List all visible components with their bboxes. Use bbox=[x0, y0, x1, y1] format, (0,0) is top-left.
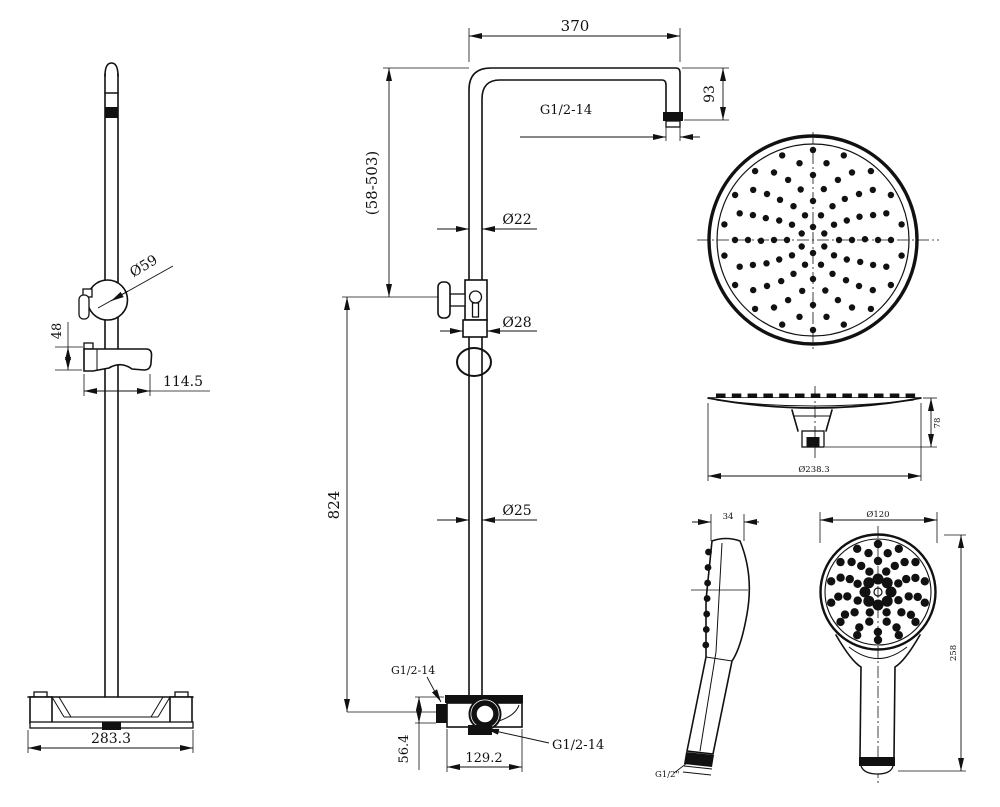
dim-column-height-label: 824 bbox=[325, 491, 343, 520]
dim-total-length-label: 258 bbox=[949, 645, 959, 661]
arm-nut bbox=[663, 112, 683, 121]
rail-top-cap bbox=[104, 62, 119, 77]
slider-collar bbox=[462, 319, 488, 338]
connector-cap-line bbox=[683, 765, 713, 770]
arm-inner-outline bbox=[481, 79, 667, 281]
base-slant bbox=[58, 696, 72, 718]
arm-outer-outline bbox=[468, 67, 681, 281]
dim-slide-range-label: (58-503) bbox=[363, 151, 381, 216]
nozzle-edge-bumps bbox=[716, 393, 916, 398]
dim-head-height-label: 78 bbox=[933, 418, 943, 429]
overhead-shower-side-view: Ø238.3 78 bbox=[707, 386, 943, 481]
lever-handle bbox=[78, 294, 90, 320]
thread-leader bbox=[673, 762, 688, 774]
handset-hook-ring bbox=[456, 347, 492, 377]
ball-joint-stem bbox=[791, 409, 833, 432]
knob-leader-line bbox=[97, 265, 174, 309]
column-front-view: 370 93 G1/2-14 (58-503) Ø22 Ø28 bbox=[325, 17, 729, 772]
connector-thread bbox=[806, 437, 820, 447]
thread-connector-label: G1/2" bbox=[655, 770, 679, 780]
hand-shower-body-side bbox=[686, 537, 751, 755]
hand-head-rim-inner bbox=[824, 538, 932, 646]
dim-head-thickness-label: 34 bbox=[723, 512, 734, 522]
thread-arm-label: G1/2-14 bbox=[540, 103, 592, 118]
dim-arm-reach-label: 370 bbox=[561, 17, 590, 35]
thread-inlet-label: G1/2-14 bbox=[391, 664, 435, 677]
column-side-view: Ø59 48 114.5 283.3 bbox=[27, 62, 210, 753]
neck-waist-line bbox=[848, 646, 908, 659]
inlet-fitting bbox=[436, 704, 447, 723]
spray-face-bumps bbox=[702, 548, 712, 649]
dim-base-width-label: 283.3 bbox=[91, 731, 131, 747]
dim-upper-pipe-label: Ø22 bbox=[502, 212, 531, 228]
knob-stem bbox=[449, 293, 466, 307]
base-outlet-fitting bbox=[102, 722, 121, 730]
holder-tab bbox=[83, 342, 94, 350]
dim-head-diameter-label: Ø238.3 bbox=[798, 464, 829, 475]
outlet-leader bbox=[485, 728, 550, 744]
base-slant bbox=[51, 696, 65, 718]
handset-holder-side bbox=[83, 348, 153, 372]
dim-holder-height-label: 48 bbox=[50, 323, 65, 340]
dim-lower-pipe-label: Ø25 bbox=[502, 503, 531, 519]
hand-shower-side-view: 34 G1/2" bbox=[655, 512, 759, 780]
connector-band bbox=[684, 752, 714, 767]
dim-holder-width-label: 114.5 bbox=[163, 374, 203, 390]
base-slant bbox=[157, 696, 171, 718]
hand-nozzle-dots bbox=[827, 539, 929, 645]
hand-shower-front-view: Ø120 258 bbox=[819, 509, 966, 786]
body-seam bbox=[705, 656, 733, 662]
dim-arm-drop-label: 93 bbox=[702, 85, 718, 103]
dim-knob-diameter-label: Ø59 bbox=[127, 252, 160, 281]
pivot-ball bbox=[468, 290, 483, 304]
arm-outlet-stub bbox=[665, 120, 681, 128]
nozzle-dots bbox=[721, 146, 905, 334]
knob-leader-arrow bbox=[110, 290, 129, 302]
outlet-fitting bbox=[468, 725, 492, 735]
face-inner-line bbox=[699, 542, 723, 752]
connector-cap-line bbox=[682, 771, 712, 776]
base-slant bbox=[150, 696, 164, 718]
slider-knob-front bbox=[437, 281, 451, 319]
handle-end-band bbox=[859, 757, 895, 766]
thread-outlet-label: G1/2-14 bbox=[552, 738, 604, 753]
base-end-block bbox=[169, 696, 193, 724]
handle-end-dome bbox=[860, 765, 894, 775]
base-end-block bbox=[29, 696, 53, 724]
handle-outline bbox=[835, 634, 921, 758]
pivot-pin bbox=[471, 302, 480, 318]
overhead-shower-top-view bbox=[697, 132, 939, 349]
rail-black-band bbox=[104, 107, 119, 118]
head-shell-inner bbox=[715, 399, 915, 407]
dim-face-diameter-label: Ø120 bbox=[866, 509, 889, 520]
dim-valve-width-label: 129.2 bbox=[465, 751, 502, 766]
slider-knob-side bbox=[86, 279, 129, 321]
dim-slider-label: Ø28 bbox=[502, 315, 531, 331]
inlet-leader bbox=[426, 676, 442, 703]
dim-outlet-drop-label: 56.4 bbox=[397, 735, 412, 764]
